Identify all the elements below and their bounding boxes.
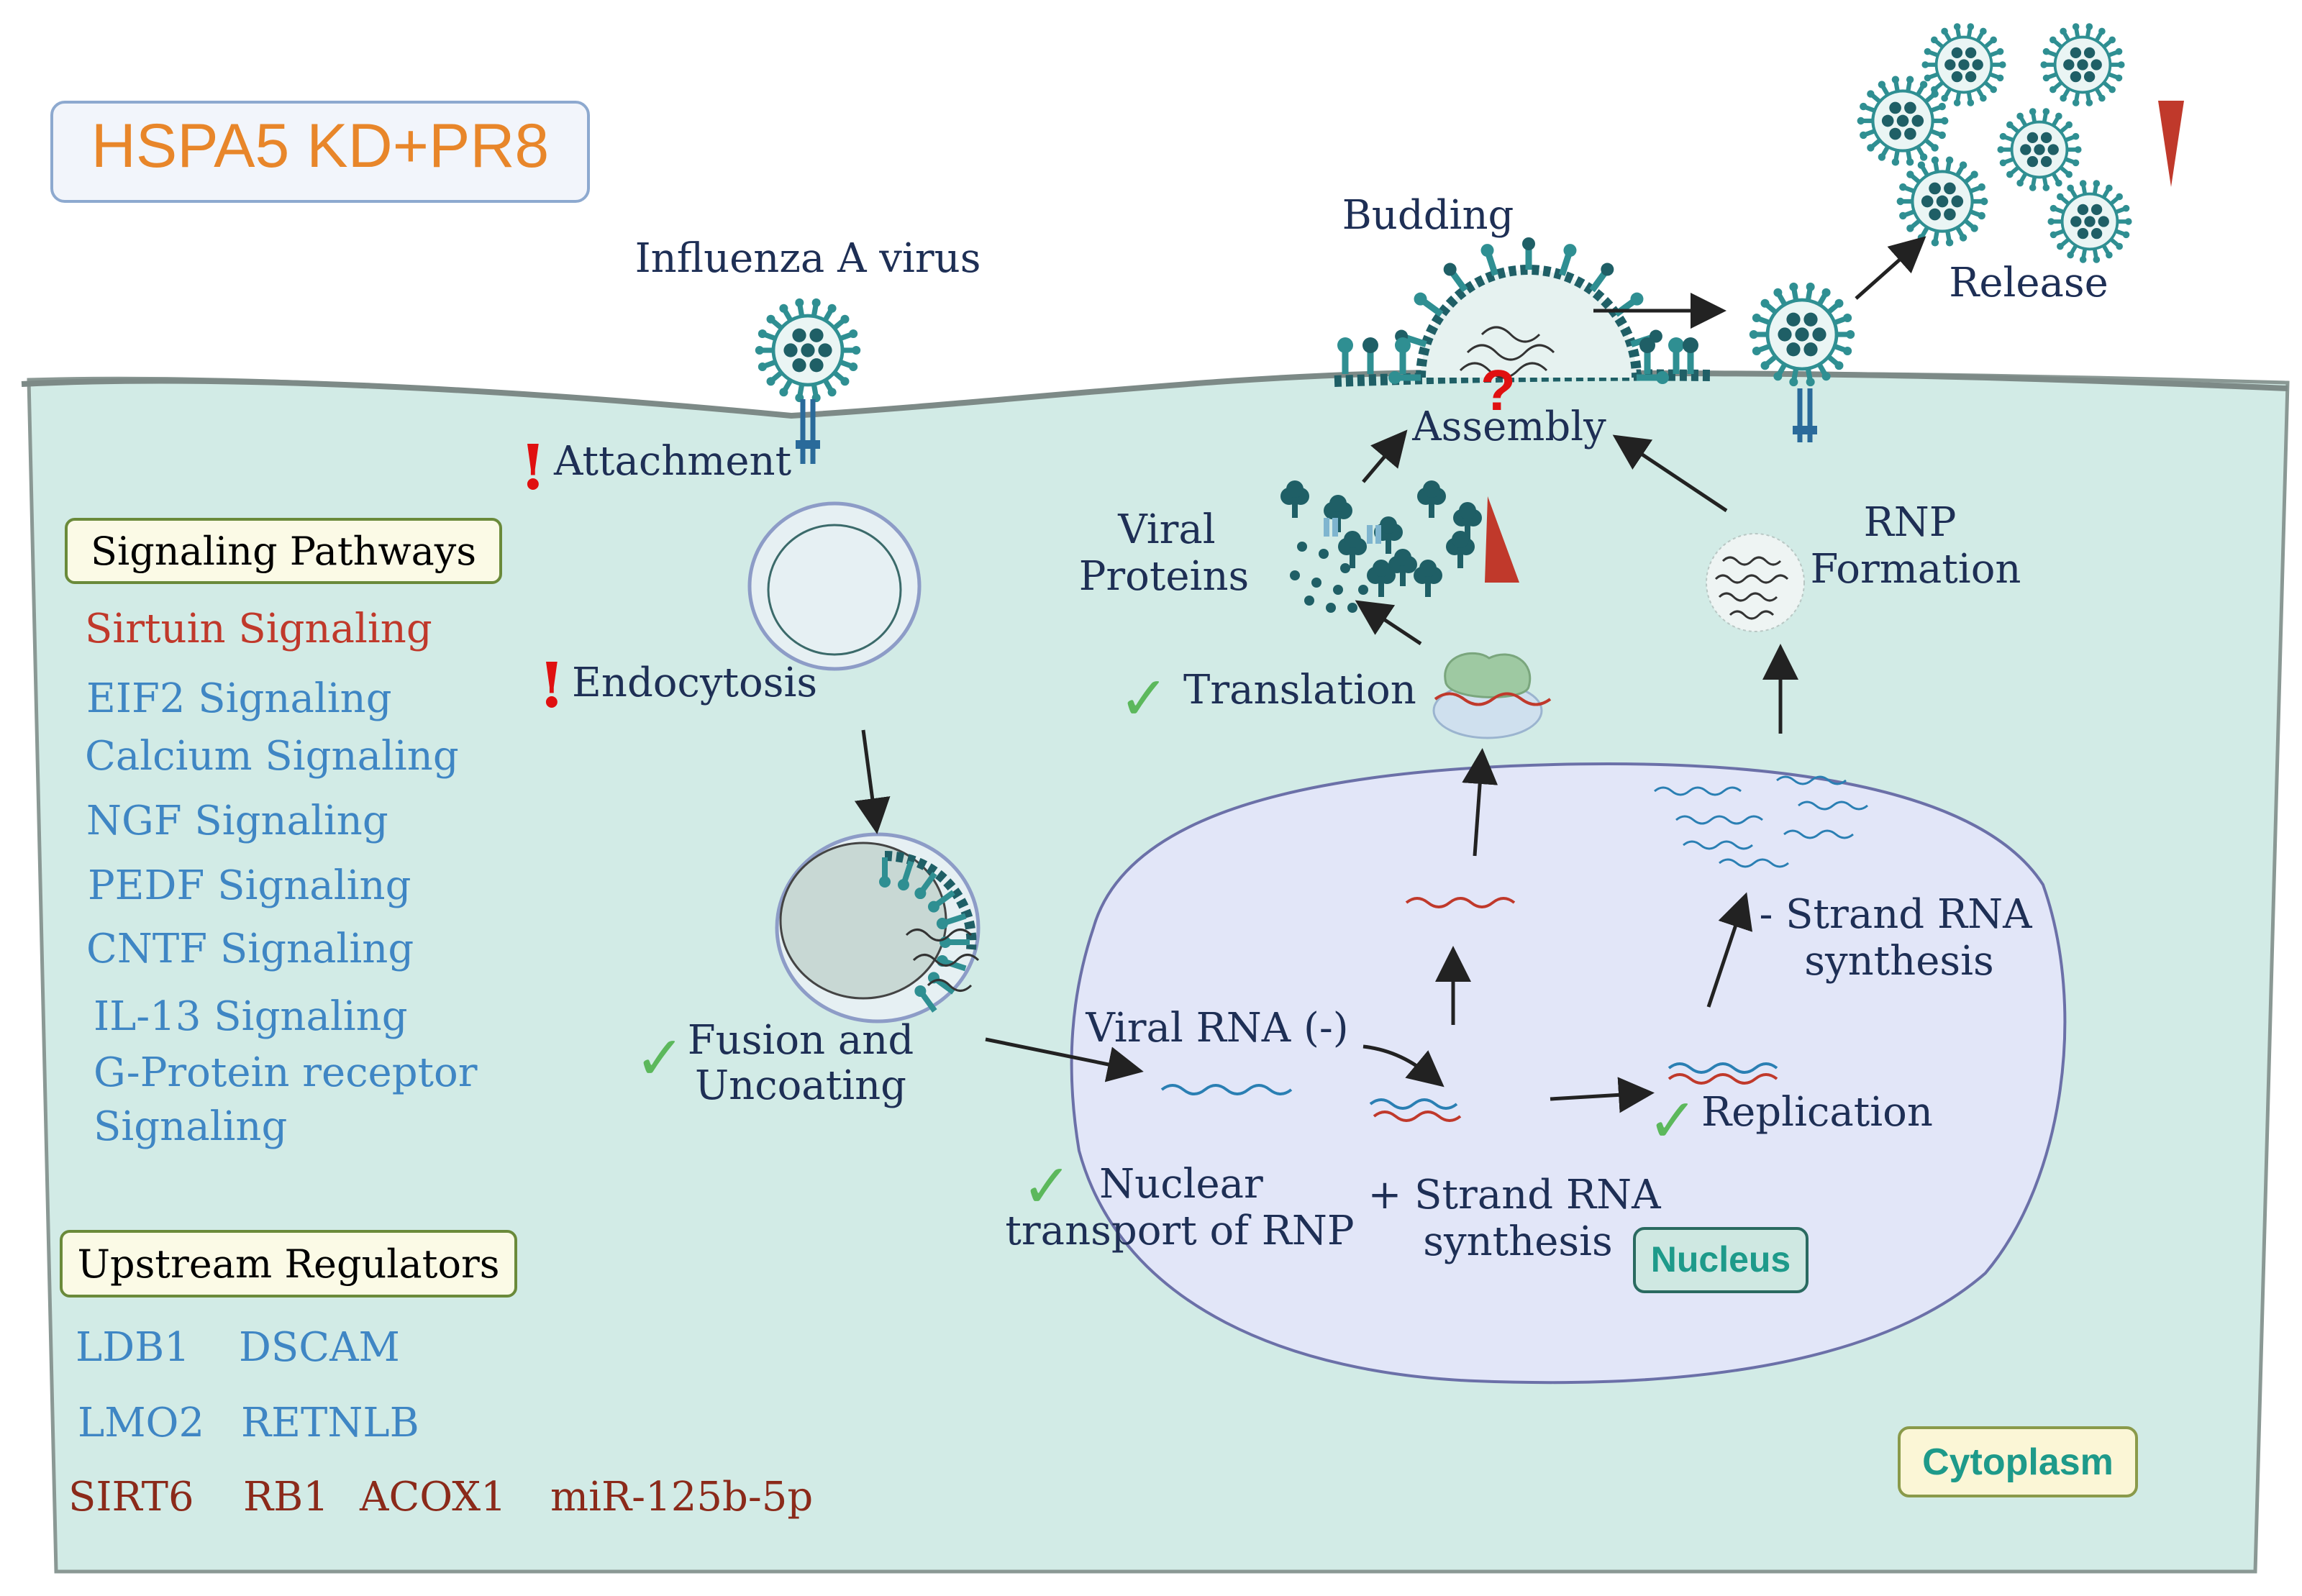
receptor-release — [1793, 388, 1817, 442]
virus-released — [1921, 23, 2006, 106]
ribosome-icon — [1432, 652, 1552, 739]
arrow-proteins-assembly — [1362, 429, 1408, 483]
virus-budded — [1749, 282, 1855, 387]
signaling-item: Sirtuin Signaling — [85, 606, 432, 652]
signaling-item: NGF Signaling — [86, 798, 388, 844]
label-replication: Replication — [1701, 1089, 1933, 1136]
check-replication: ✓ — [1647, 1087, 1698, 1154]
label-fusion-1: Fusion and — [688, 1017, 914, 1064]
cell-membrane — [21, 369, 2288, 419]
regulator-item: miR-125b-5p — [550, 1474, 813, 1520]
regulator-item: RETNLB — [241, 1400, 419, 1446]
signaling-item: Calcium Signaling — [85, 733, 459, 780]
question-assembly: ? — [1480, 358, 1516, 422]
rna-strands — [1160, 775, 1868, 1122]
virus-released — [1857, 76, 1949, 166]
virus-released — [2040, 23, 2125, 106]
signaling-item: Signaling — [94, 1103, 287, 1150]
label-budding: Budding — [1342, 192, 1514, 239]
endosome-vesicle — [747, 501, 922, 671]
arrow-to-ribosome — [1462, 748, 1498, 857]
label-viral-proteins-2: Proteins — [1079, 553, 1250, 600]
cytoplasm-tag-box — [1898, 1426, 2138, 1497]
label-minus-strand-2: synthesis — [1804, 938, 1994, 985]
signaling-item: G-Protein receptor — [94, 1049, 478, 1096]
nucleus-tag-box — [1633, 1227, 1809, 1293]
arrow-translation — [1355, 600, 1422, 646]
alert-attachment: ! — [519, 432, 547, 504]
signaling-item: IL-13 Signaling — [94, 993, 408, 1040]
signaling-item: EIF2 Signaling — [86, 675, 392, 722]
arrow-to-nucleus — [985, 1037, 1144, 1082]
virus-released — [2047, 180, 2132, 263]
rnp-cluster — [1706, 533, 1805, 632]
decrease-marker-release — [2158, 101, 2184, 187]
signaling-item: PEDF Signaling — [88, 862, 411, 909]
fusion-endosome — [775, 832, 981, 1023]
arrow-release — [1855, 236, 1926, 300]
label-nuclear-2: transport of RNP — [1005, 1208, 1354, 1254]
title: HSPA5 KD+PR8 — [91, 111, 550, 181]
label-viral-rna: Viral RNA (-) — [1085, 1005, 1348, 1052]
arrow-plus-strand — [1550, 1077, 1655, 1113]
arrow-minus-strand — [1706, 892, 1753, 1008]
label-release: Release — [1949, 260, 2108, 306]
regulator-item: ACOX1 — [359, 1474, 506, 1520]
regulators-title-box — [60, 1230, 517, 1298]
regulator-item: RB1 — [243, 1474, 329, 1520]
label-fusion-2: Uncoating — [695, 1062, 906, 1109]
regulator-item: LDB1 — [76, 1324, 190, 1371]
alert-endocytosis: ! — [538, 649, 565, 722]
label-translation: Translation — [1183, 667, 1416, 713]
virus-released — [1896, 156, 1988, 247]
upstream-regulators-list: LDB1 DSCAM LMO2 RETNLB SIRT6 RB1 ACOX1 miR-125b… — [68, 1324, 813, 1520]
regulator-item: SIRT6 — [68, 1474, 194, 1520]
label-rnp-1: RNP — [1864, 499, 1957, 546]
cytoplasm-tag: Cytoplasm — [1922, 1441, 2114, 1483]
label-influenza: Influenza A virus — [635, 235, 981, 282]
virus-influenza — [755, 298, 861, 403]
regulator-item: LMO2 — [78, 1400, 204, 1446]
viral-proteins-cluster — [1280, 480, 1482, 613]
budding-site — [1334, 237, 1713, 387]
label-endocytosis: Endocytosis — [572, 660, 817, 706]
decrease-marker-proteins — [1485, 496, 1519, 583]
label-minus-strand-1: - Strand RNA — [1759, 891, 2032, 938]
signaling-title: Signaling Pathways — [91, 529, 476, 574]
check-translation: ✓ — [1119, 665, 1169, 732]
label-plus-strand-2: synthesis — [1423, 1218, 1613, 1265]
nucleus — [1070, 762, 2067, 1385]
label-viral-proteins-1: Viral — [1117, 506, 1215, 553]
label-assembly: Assembly — [1411, 403, 1606, 450]
label-plus-strand-1: + Strand RNA — [1368, 1172, 1661, 1218]
arrow-viral-rna — [1362, 1044, 1445, 1087]
receptor-attachment — [796, 399, 820, 464]
check-fusion: ✓ — [634, 1024, 685, 1092]
arrow-rnp-assembly — [1612, 434, 1728, 513]
signaling-item: CNTF Signaling — [86, 926, 414, 972]
arrows — [854, 236, 1926, 1113]
regulators-title: Upstream Regulators — [78, 1241, 500, 1287]
arrow-endocytosis-to-fusion — [854, 729, 891, 834]
check-nuclear: ✓ — [1022, 1152, 1072, 1220]
nucleus-tag: Nucleus — [1651, 1239, 1791, 1280]
label-attachment: Attachment — [553, 438, 792, 485]
label-rnp-2: Formation — [1811, 546, 2021, 593]
virus-released — [1997, 108, 2082, 191]
regulator-item: DSCAM — [239, 1324, 400, 1371]
signaling-title-box — [65, 518, 502, 584]
label-nuclear-1: Nuclear — [1099, 1161, 1263, 1208]
title-box — [50, 101, 590, 203]
